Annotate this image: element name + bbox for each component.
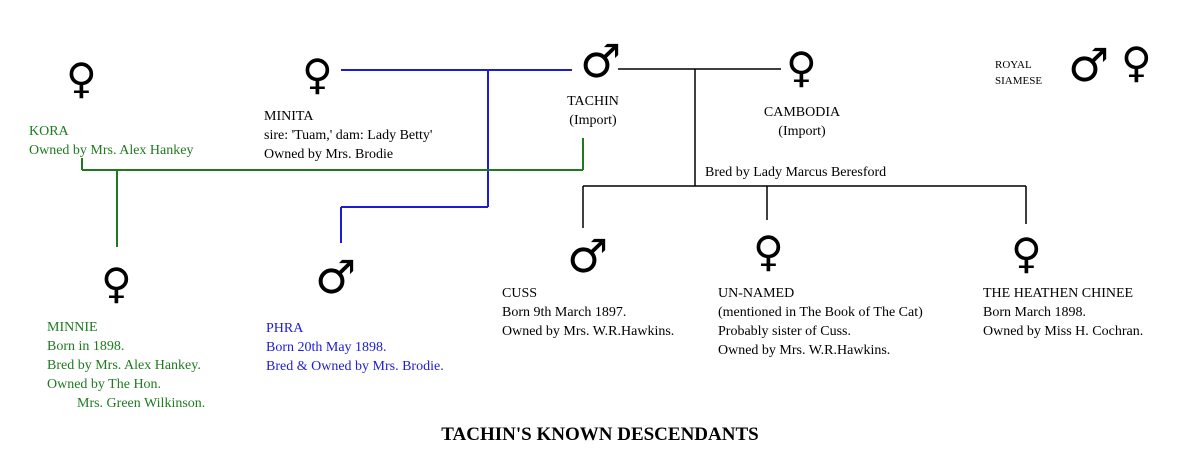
cambodia-name: CAMBODIA — [763, 105, 841, 120]
tachin-import: (Import) — [569, 113, 617, 128]
minnie-female-icon: ♀ — [101, 259, 132, 308]
phra-name: PHRA — [266, 321, 304, 336]
cuss-owner: Owned by Mrs. W.R.Hawkins. — [502, 324, 675, 339]
kora-female-icon: ♀ — [66, 54, 97, 103]
cuss-info: CUSS Born 9th March 1897. Owned by Mrs. … — [502, 284, 674, 341]
unnamed-owner: Owned by Mrs. W.R.Hawkins. — [718, 343, 891, 358]
minnie-info: MINNIE Born in 1898. Bred by Mrs. Alex H… — [47, 318, 205, 413]
unnamed-sister: Probably sister of Cuss. — [718, 324, 851, 339]
tachin-name: TACHIN — [567, 94, 619, 109]
unnamed-info: UN-NAMED (mentioned in The Book of The C… — [718, 284, 923, 360]
royal-male-icon: ♂ — [1068, 38, 1110, 92]
phra-born: Born 20th May 1898. — [266, 340, 387, 355]
royal-line1: ROYAL — [995, 59, 1032, 71]
heathen-born: Born March 1898. — [983, 305, 1087, 320]
minnie-bred: Bred by Mrs. Alex Hankey. — [47, 358, 201, 373]
phra-info: PHRA Born 20th May 1898. Bred & Owned by… — [266, 319, 444, 376]
cambodia-import: (Import) — [778, 124, 826, 139]
diagram-title: TACHIN'S KNOWN DESCENDANTS — [441, 424, 759, 445]
tachin-info: TACHIN (Import) — [548, 92, 638, 130]
heathen-name: THE HEATHEN CHINEE — [983, 286, 1134, 301]
minita-owner: Owned by Mrs. Brodie — [264, 147, 394, 162]
unnamed-mention: (mentioned in The Book of The Cat) — [718, 305, 923, 320]
phra-owner: Bred & Owned by Mrs. Brodie. — [266, 359, 444, 374]
heathen-owner: Owned by Miss H. Cochran. — [983, 324, 1144, 339]
minita-parents: sire: 'Tuam,' dam: Lady Betty' — [264, 128, 433, 143]
kora-owner: Owned by Mrs. Alex Hankey — [29, 143, 194, 158]
minnie-born: Born in 1898. — [47, 339, 125, 354]
minnie-owner-2: Mrs. Green Wilkinson. — [77, 396, 206, 411]
unnamed-name: UN-NAMED — [718, 286, 795, 301]
heathen-info: THE HEATHEN CHINEE Born March 1898. Owne… — [983, 284, 1143, 341]
tachin-male-icon: ♂ — [580, 34, 622, 88]
unnamed-female-icon: ♀ — [753, 227, 784, 276]
phra-male-icon: ♂ — [315, 250, 357, 304]
cuss-name: CUSS — [502, 286, 538, 301]
cambodia-female-icon: ♀ — [786, 43, 817, 92]
minnie-name: MINNIE — [47, 320, 98, 335]
bred-by-note: Bred by Lady Marcus Beresford — [705, 165, 887, 180]
minita-name: MINITA — [264, 109, 314, 124]
kora-info: KORA Owned by Mrs. Alex Hankey — [29, 122, 193, 160]
minnie-owner: Owned by The Hon. — [47, 377, 162, 392]
minita-info: MINITA sire: 'Tuam,' dam: Lady Betty' Ow… — [264, 107, 432, 164]
minita-female-icon: ♀ — [302, 50, 333, 99]
cuss-born: Born 9th March 1897. — [502, 305, 627, 320]
cambodia-info: CAMBODIA (Import) — [750, 103, 854, 141]
royal-line2: SIAMESE — [995, 75, 1043, 87]
cuss-male-icon: ♂ — [567, 229, 609, 283]
heathen-female-icon: ♀ — [1011, 229, 1042, 278]
royal-siamese-label: ROYAL SIAMESE — [995, 57, 1042, 89]
royal-female-icon: ♀ — [1121, 38, 1152, 87]
kora-name: KORA — [29, 124, 69, 139]
